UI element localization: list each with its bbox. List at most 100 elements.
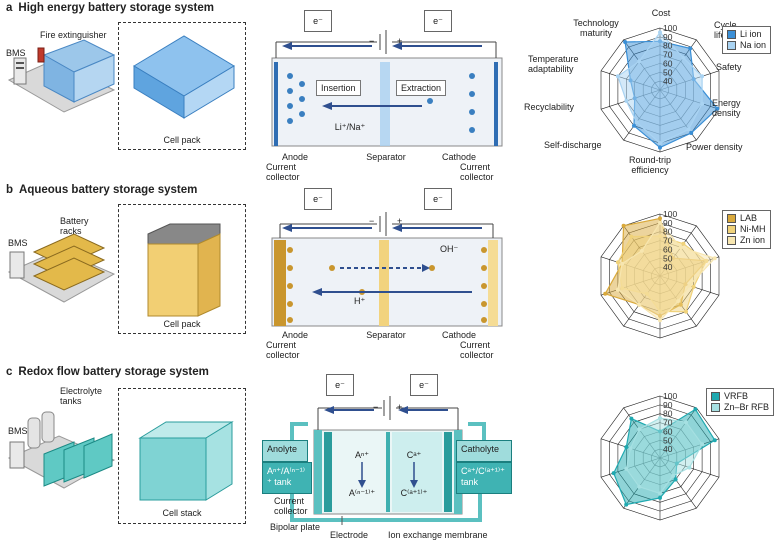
catholyte-tank-label: Cᵃ⁺/C⁽ᵃ⁺¹⁾⁺ tank [456, 462, 512, 494]
radar-point [621, 223, 626, 228]
minus-label: − [369, 36, 375, 46]
electron-box-left: e⁻ [304, 188, 332, 210]
radar-point [634, 120, 639, 125]
radar-point [658, 145, 662, 150]
radar-point [629, 234, 634, 239]
legend-item: LAB [727, 213, 766, 224]
radar-point [688, 46, 693, 51]
current-collector-label-left: Current collector [266, 162, 300, 182]
section-title-text: Aqueous battery storage system [19, 184, 198, 196]
radar-tick-label: 40 [663, 444, 673, 454]
cell-pack-illustration [133, 35, 235, 119]
legend-swatch [727, 30, 736, 39]
radar-point [712, 438, 717, 443]
radar-tick-label: 70 [663, 236, 673, 246]
radar-point [615, 260, 620, 265]
axis-label-self-discharge: Self-discharge [544, 140, 602, 150]
radar-tick-label: 50 [663, 253, 673, 263]
radar-tick-label: 80 [663, 409, 673, 419]
legend-swatch [727, 236, 736, 245]
radar-point [624, 466, 629, 471]
legend-label: VRFB [724, 391, 749, 401]
legend-item: Ni-MH [727, 224, 766, 235]
axis-label-technology-maturity: Technology maturity [573, 18, 619, 38]
separator-label: Separator [366, 330, 406, 340]
radar-point [693, 407, 698, 412]
anolyte-oxidized-species-label: Aⁿ⁺ [354, 450, 370, 460]
legend-label: Na ion [740, 40, 767, 50]
plus-label: + [397, 402, 403, 412]
legend-label: Ni-MH [740, 224, 766, 234]
radar-tick-label: 40 [663, 262, 673, 272]
battery-racks-label: Battery racks [60, 216, 89, 236]
radar-tick-label: 60 [663, 244, 673, 254]
radar-point [671, 473, 675, 478]
radar-tick-label: 90 [663, 32, 673, 42]
electrolyte-tanks-illustration [7, 411, 116, 489]
plus-label: + [397, 36, 403, 46]
axis-label-power-density: Power density [686, 142, 743, 152]
electron-box-right: e⁻ [410, 374, 438, 396]
legend-swatch [727, 214, 736, 223]
radar-point [676, 299, 681, 304]
axis-label-recyclability: Recyclability [524, 102, 575, 112]
radar-point [687, 465, 692, 470]
anode-label: Anode [281, 152, 309, 162]
radar-point [684, 309, 688, 314]
radar-point [700, 74, 705, 79]
radar-point [715, 106, 720, 111]
radar-point [687, 283, 692, 288]
current-collector-label-left: Current collector [266, 340, 300, 360]
insertion-label: Insertion [316, 80, 361, 96]
electron-box-left: e⁻ [326, 374, 354, 396]
radar-point [691, 284, 696, 289]
radar-point [673, 477, 678, 482]
radar-point [658, 141, 662, 146]
radar-point [658, 495, 662, 500]
radar-point [678, 245, 683, 250]
radar-tick-label: 50 [663, 435, 673, 445]
electron-box-left: e⁻ [304, 10, 332, 32]
radar-tick-label: 70 [663, 50, 673, 60]
radar-tick-label: 90 [663, 400, 673, 410]
radar-tick-label: 80 [663, 41, 673, 51]
radar-tick-label: 60 [663, 426, 673, 436]
legend-item: VRFB [711, 391, 769, 402]
radar-tick-label: 100 [663, 209, 677, 219]
legend-swatch [727, 225, 736, 234]
axis-label-safety: Safety [716, 62, 742, 72]
radar-point [637, 427, 642, 432]
radar-point [658, 416, 662, 421]
legend-item: Na ion [727, 40, 766, 51]
separator-label: Separator [366, 152, 406, 162]
radar-point [639, 248, 644, 253]
radar-point [658, 216, 662, 221]
radar-point [611, 471, 616, 476]
radar-tick-label: 50 [663, 67, 673, 77]
catholyte-oxidized-species-label: Cᵃ⁺ [406, 450, 422, 460]
radar-point [700, 442, 705, 447]
electron-box-right: e⁻ [424, 188, 452, 210]
current-collector-label: Current collector [274, 496, 308, 516]
catholyte-label: Catholyte [456, 440, 512, 462]
radar-point [637, 302, 642, 307]
legend-label: LAB [740, 213, 758, 223]
battery-racks-illustration [7, 233, 116, 303]
electrolyte-tanks-label: Electrolyte tanks [60, 386, 103, 406]
radar-point [624, 98, 629, 103]
axis-label-cycle-life: Cycle life [714, 20, 737, 40]
ion-label: Li⁺/Na⁺ [334, 122, 366, 132]
electron-box-right: e⁻ [424, 10, 452, 32]
radar-point [684, 420, 688, 425]
radar-point [629, 416, 634, 421]
anolyte-tank-label: Aⁿ⁺/A⁽ⁿ⁻¹⁾⁺ tank [262, 462, 312, 494]
legend-label: Li ion [740, 29, 762, 39]
legend-c: VRFB Zn–Br RFB [706, 388, 775, 416]
hydroxide-label: OH⁻ [440, 244, 459, 254]
